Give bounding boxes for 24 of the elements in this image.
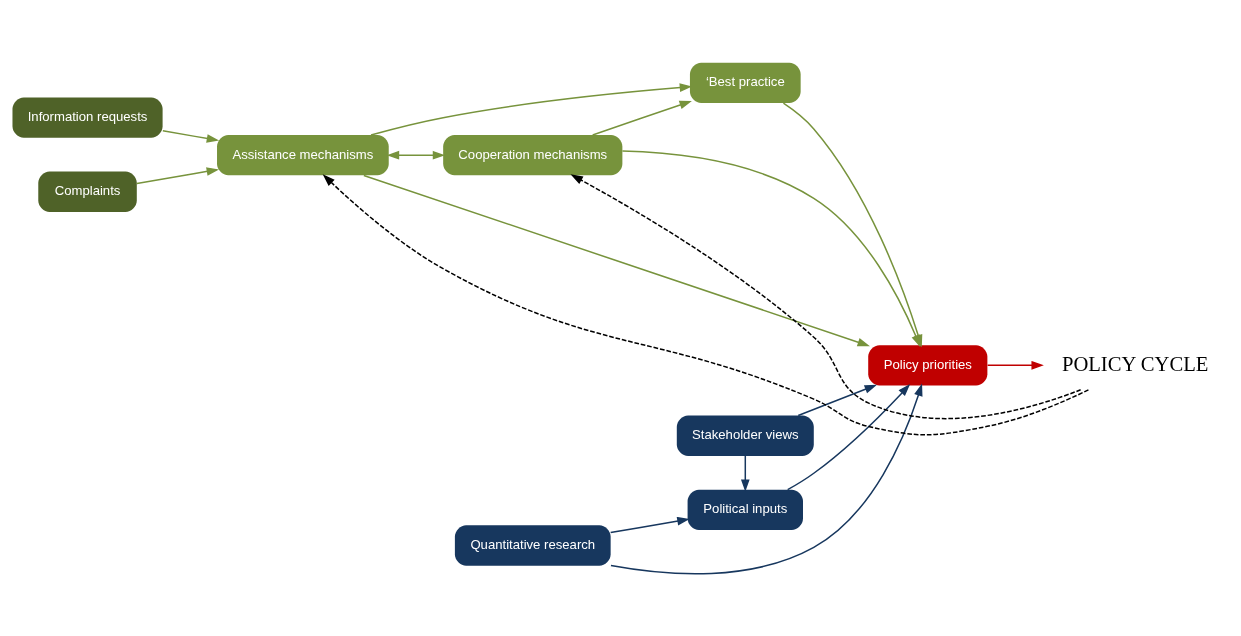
node-box: Complaints bbox=[38, 171, 137, 212]
arrow bbox=[370, 82, 693, 136]
node-box: Cooperation mechanisms bbox=[443, 134, 623, 175]
arrow bbox=[740, 454, 750, 492]
arrow bbox=[610, 383, 923, 575]
arrow bbox=[363, 174, 870, 346]
arrow bbox=[570, 173, 1082, 419]
arrow bbox=[322, 173, 1090, 436]
arrow bbox=[591, 100, 692, 136]
node-box: Information requests bbox=[12, 96, 163, 138]
arrow bbox=[797, 384, 878, 416]
node-box: ‘Best practice bbox=[689, 62, 801, 103]
arrow bbox=[986, 360, 1044, 370]
node-box: Quantitative research bbox=[454, 524, 611, 566]
arrow bbox=[609, 516, 690, 533]
arrow bbox=[136, 166, 220, 184]
node-box: Assistance mechanisms bbox=[217, 134, 389, 175]
node-text: POLICY CYCLE bbox=[1061, 352, 1209, 375]
node-box: Policy priorities bbox=[868, 344, 988, 386]
node-box: Stakeholder views bbox=[676, 415, 814, 456]
arrow bbox=[162, 129, 220, 143]
arrow bbox=[386, 150, 446, 159]
node-box: Political inputs bbox=[687, 489, 803, 530]
arrow bbox=[786, 383, 911, 490]
